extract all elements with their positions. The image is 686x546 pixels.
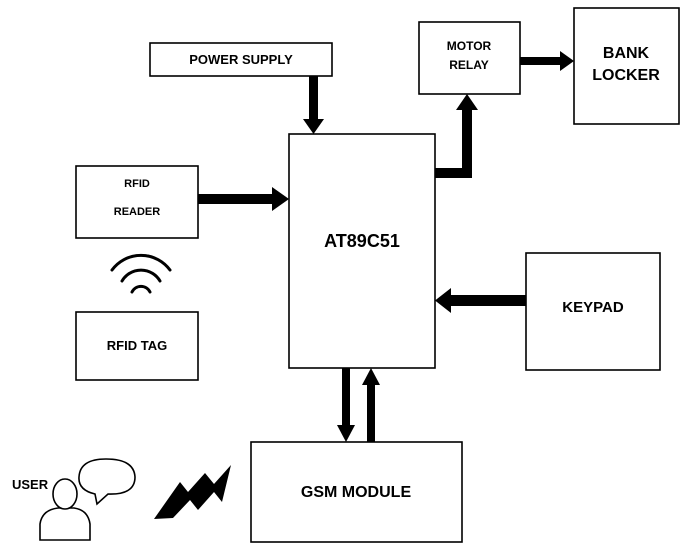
gsm-module-label: GSM MODULE [301,484,412,501]
keypad-block: KEYPAD [525,252,661,371]
bank-locker-label-line1: BANK [603,45,650,62]
arrow-motor-relay-to-bank-locker [520,51,574,71]
power-supply-block: POWER SUPPLY [149,42,333,77]
arrow-gsm-to-mcu [362,368,380,442]
at89c51-microcontroller-block: AT89C51 [288,133,436,369]
motor-relay-block: MOTOR RELAY [418,21,521,95]
arrow-rfid-reader-to-mcu [198,187,289,211]
wireless-signal-icon [110,253,172,294]
motor-relay-label-line1: MOTOR [447,39,492,53]
arrow-keypad-to-mcu [435,288,526,313]
bank-locker-block: BANK LOCKER [573,7,680,125]
arrow-power-to-mcu [303,76,324,134]
keypad-label: KEYPAD [562,299,624,316]
bank-locker-label-line2: LOCKER [592,67,660,84]
rfid-tag-block: RFID TAG [75,311,199,381]
rfid-reader-label-line2: READER [114,206,161,218]
arrow-mcu-to-gsm [337,368,355,442]
speech-bubble-icon [78,458,136,506]
lightning-signal-icon [154,465,231,519]
motor-relay-label-line2: RELAY [449,58,489,72]
rfid-tag-label: RFID TAG [107,338,167,353]
rfid-reader-block: RFID READER [75,165,199,239]
user-label: USER [12,477,49,492]
power-supply-label: POWER SUPPLY [189,52,293,67]
rfid-reader-label-line1: RFID [124,178,150,190]
arrow-mcu-to-motor-relay [435,94,478,178]
gsm-module-block: GSM MODULE [250,441,463,543]
user-person-icon [39,478,91,541]
microcontroller-label: AT89C51 [324,231,400,251]
